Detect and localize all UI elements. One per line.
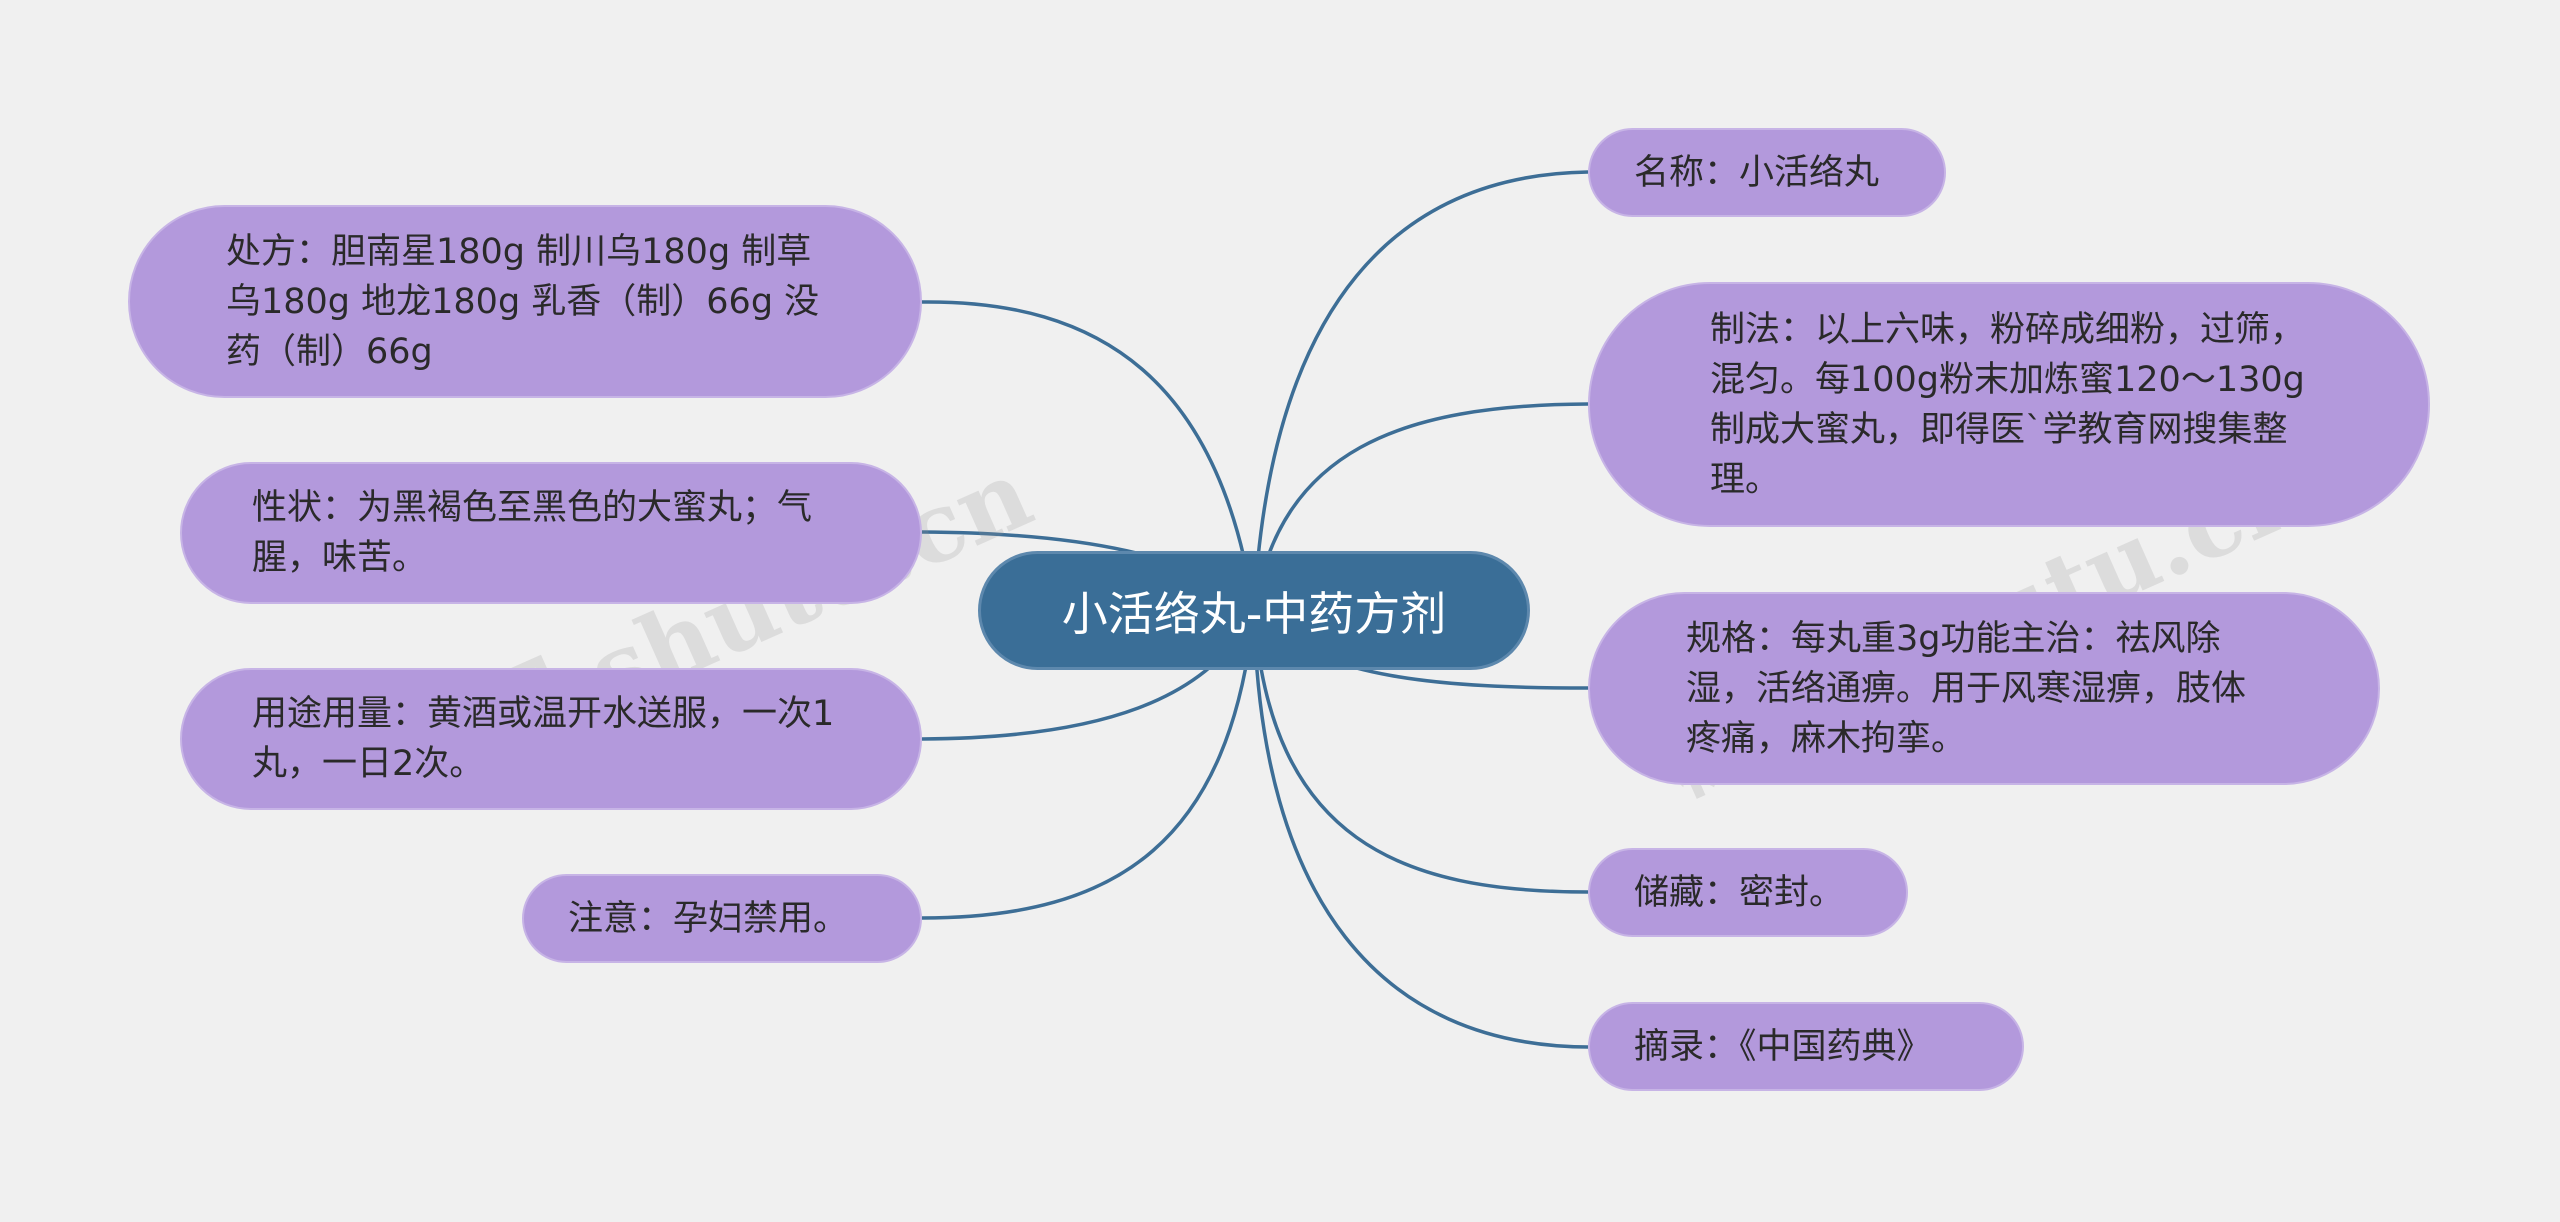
- central-topic[interactable]: 小活络丸-中药方剂: [978, 551, 1530, 670]
- branch-preparation[interactable]: 制法：以上六味，粉碎成细粉，过筛，混匀。每100g粉末加炼蜜120～130g制成…: [1588, 282, 2430, 527]
- branch-name-text: 名称：小活络丸: [1634, 152, 1880, 193]
- branch-properties[interactable]: 性状：为黑褐色至黑色的大蜜丸；气腥，味苦。: [180, 462, 922, 604]
- branch-storage[interactable]: 储藏：密封。: [1588, 848, 1908, 937]
- branch-prescription-text: 处方：胆南星180g 制川乌180g 制草乌180g 地龙180g 乳香（制）6…: [226, 231, 820, 372]
- branch-name[interactable]: 名称：小活络丸: [1588, 128, 1946, 217]
- branch-usage-text: 用途用量：黄酒或温开水送服，一次1丸，一日2次。: [252, 694, 835, 784]
- branch-usage[interactable]: 用途用量：黄酒或温开水送服，一次1丸，一日2次。: [180, 668, 922, 810]
- edge-right-storage: [1252, 610, 1589, 894]
- branch-preparation-text: 制法：以上六味，粉碎成细粉，过筛，混匀。每100g粉末加炼蜜120～130g制成…: [1710, 309, 2306, 500]
- central-topic-label: 小活络丸-中药方剂: [1061, 586, 1447, 641]
- branch-caution[interactable]: 注意：孕妇禁用。: [522, 874, 922, 963]
- branch-caution-text: 注意：孕妇禁用。: [568, 898, 849, 939]
- branch-source[interactable]: 摘录：《中国药典》: [1588, 1002, 2024, 1091]
- edge-left-prescription: [921, 300, 1256, 612]
- branch-source-text: 摘录：《中国药典》: [1634, 1026, 1932, 1067]
- branch-prescription[interactable]: 处方：胆南星180g 制川乌180g 制草乌180g 地龙180g 乳香（制）6…: [128, 205, 922, 398]
- edge-right-name: [1252, 170, 1589, 612]
- branch-specification[interactable]: 规格：每丸重3g功能主治：祛风除湿，活络通痹。用于风寒湿痹，肢体疼痛，麻木拘挛。: [1588, 592, 2380, 785]
- edge-right-source: [1252, 610, 1589, 1049]
- branch-specification-text: 规格：每丸重3g功能主治：祛风除湿，活络通痹。用于风寒湿痹，肢体疼痛，麻木拘挛。: [1686, 618, 2247, 759]
- branch-storage-text: 储藏：密封。: [1634, 872, 1845, 913]
- edge-left-caution: [921, 610, 1256, 920]
- branch-properties-text: 性状：为黑褐色至黑色的大蜜丸；气腥，味苦。: [252, 488, 813, 578]
